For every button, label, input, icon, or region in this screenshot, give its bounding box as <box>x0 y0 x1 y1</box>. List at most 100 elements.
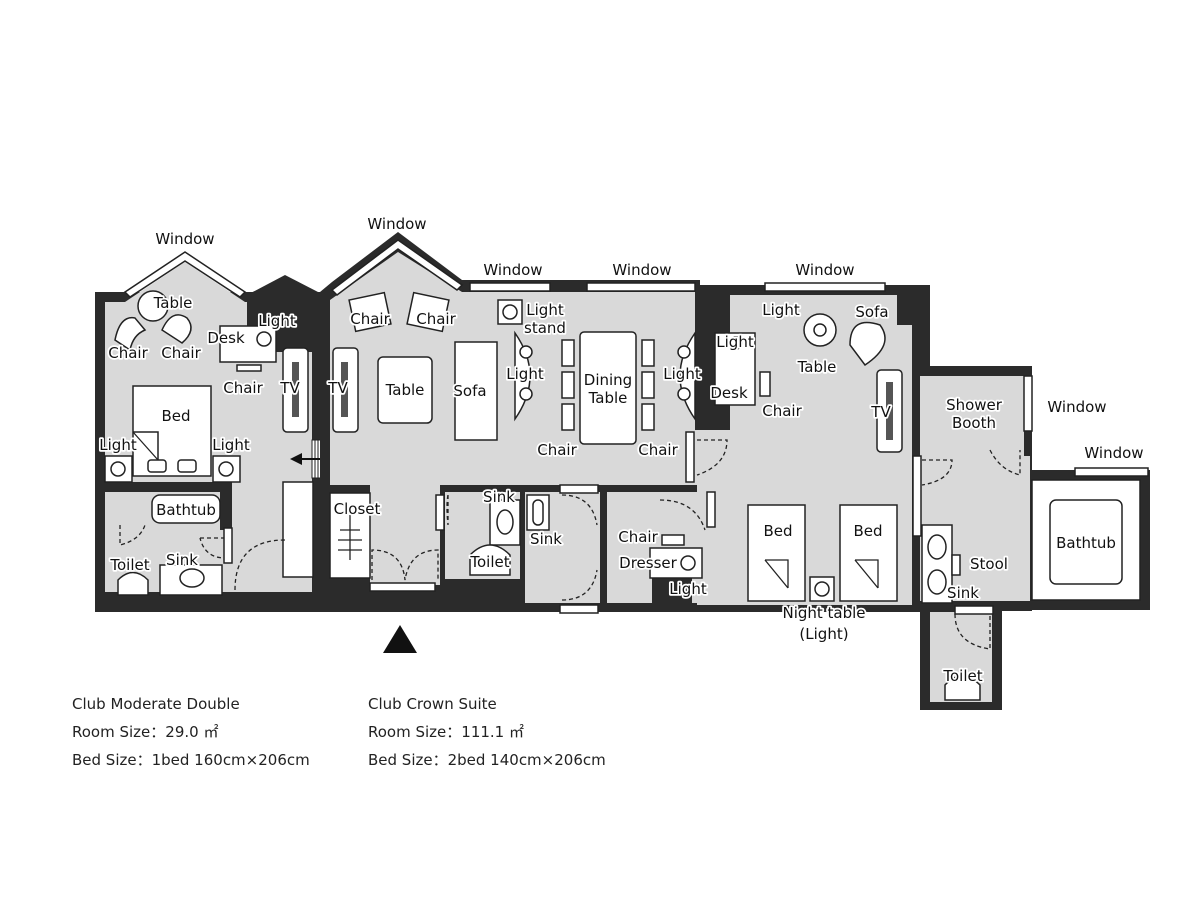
label-tv: TV <box>327 379 348 397</box>
chair <box>406 291 450 333</box>
toilet <box>469 544 511 576</box>
label-sink: Sink <box>166 551 198 569</box>
label-bed: Bed <box>853 522 882 540</box>
label-tv: TV <box>279 379 300 397</box>
stool <box>951 554 961 576</box>
bed <box>747 504 806 602</box>
label-chair: Chair <box>638 441 678 459</box>
label-night-table-light: (Light) <box>799 625 848 643</box>
table <box>137 290 169 322</box>
toilet <box>117 571 149 596</box>
label-tv: TV <box>870 403 891 421</box>
double-room-size: Room Size：29.0 ㎡ <box>72 723 219 741</box>
bathtub <box>151 494 221 524</box>
label-booth: Booth <box>952 414 996 432</box>
label-light: Light <box>212 436 250 454</box>
label-bathtub: Bathtub <box>156 501 216 519</box>
window <box>764 282 886 292</box>
label-light: Light <box>99 436 137 454</box>
window <box>1023 375 1033 432</box>
label-window: Window <box>483 261 542 279</box>
bed <box>132 385 212 477</box>
suite-name: Club Crown Suite <box>368 695 497 713</box>
label-window: Window <box>155 230 214 248</box>
label-table: Table <box>385 381 425 399</box>
suite-size: Room Size：111.1 ㎡ <box>368 723 524 741</box>
bathtub <box>1049 499 1123 585</box>
label-closet: Closet <box>334 500 381 518</box>
label-toilet: Toilet <box>109 556 149 574</box>
label-sink: Sink <box>530 530 562 548</box>
label-table: Table <box>153 294 193 312</box>
label-chair: Chair <box>416 310 456 328</box>
label-shower: Shower <box>946 396 1003 414</box>
sofa-chair <box>849 321 886 367</box>
bed <box>839 504 898 602</box>
label-stand: stand <box>524 319 566 337</box>
label-sofa: Sofa <box>855 303 888 321</box>
light-icon <box>218 461 234 477</box>
label-chair: Chair <box>537 441 577 459</box>
label-light: Light <box>526 301 564 319</box>
suite-labels: Window Window Window Window Chair Chair … <box>326 215 1144 687</box>
hanger-icon <box>338 515 362 560</box>
entrance-arrow-icon <box>383 625 417 653</box>
suite <box>320 232 930 614</box>
label-light: Light <box>716 333 754 351</box>
dining-table <box>579 331 637 445</box>
label-table: Table <box>797 358 837 376</box>
double-room-info: Club Moderate Double Room Size：29.0 ㎡ Be… <box>72 690 310 774</box>
label-bed: Bed <box>161 407 190 425</box>
label-desk: Desk <box>710 384 748 402</box>
double-room-bed-size: Bed Size：1bed 160cm×206cm <box>72 751 310 769</box>
label-stool: Stool <box>970 555 1008 573</box>
label-desk: Desk <box>207 329 245 347</box>
label-light: Light <box>663 365 701 383</box>
label-toilet: Toilet <box>942 667 982 685</box>
label-chair: Chair <box>762 402 802 420</box>
desk <box>714 332 756 406</box>
label-light: Light <box>506 365 544 383</box>
window <box>123 251 247 298</box>
chair <box>114 316 147 352</box>
desk-chair <box>759 371 771 397</box>
double-room-name: Club Moderate Double <box>72 695 240 713</box>
label-dining: Dining <box>584 371 632 389</box>
coffee-table <box>377 356 433 424</box>
suite-bath-annex <box>912 366 1150 710</box>
window <box>330 239 464 296</box>
label-window: Window <box>612 261 671 279</box>
suite-info: Club Crown Suite Room Size：111.1 ㎡ Bed S… <box>368 690 606 774</box>
label-sink: Sink <box>947 584 979 602</box>
label-chair: Chair <box>108 344 148 362</box>
label-window: Window <box>795 261 854 279</box>
suite-bed-size: Bed Size：2bed 140cm×206cm <box>368 751 606 769</box>
light-icon <box>110 461 126 477</box>
label-bathtub: Bathtub <box>1056 534 1116 552</box>
toilet <box>944 675 981 701</box>
label-chair: Chair <box>223 379 263 397</box>
arrow-left-icon <box>290 453 302 465</box>
window <box>469 282 551 292</box>
label-dresser: Dresser <box>619 554 677 572</box>
label-sofa: Sofa <box>453 382 486 400</box>
label-window: Window <box>1084 444 1143 462</box>
label-window: Window <box>1047 398 1106 416</box>
label-night-table: Night table <box>782 604 865 622</box>
desk-chair <box>236 364 262 372</box>
label-light: Light <box>762 301 800 319</box>
entrance[interactable] <box>369 582 436 592</box>
label-toilet: Toilet <box>469 553 509 571</box>
sofa <box>454 341 498 441</box>
chair <box>348 291 392 333</box>
double-room-labels: Window Table Chair Chair Desk Light Chai… <box>98 230 303 576</box>
label-light: Light <box>669 580 707 598</box>
label-chair: Chair <box>618 528 658 546</box>
label-sink: Sink <box>483 488 515 506</box>
double-room <box>95 251 322 612</box>
night-table <box>809 576 835 602</box>
wardrobe <box>282 481 314 578</box>
label-bed: Bed <box>763 522 792 540</box>
light-icon <box>256 331 272 347</box>
